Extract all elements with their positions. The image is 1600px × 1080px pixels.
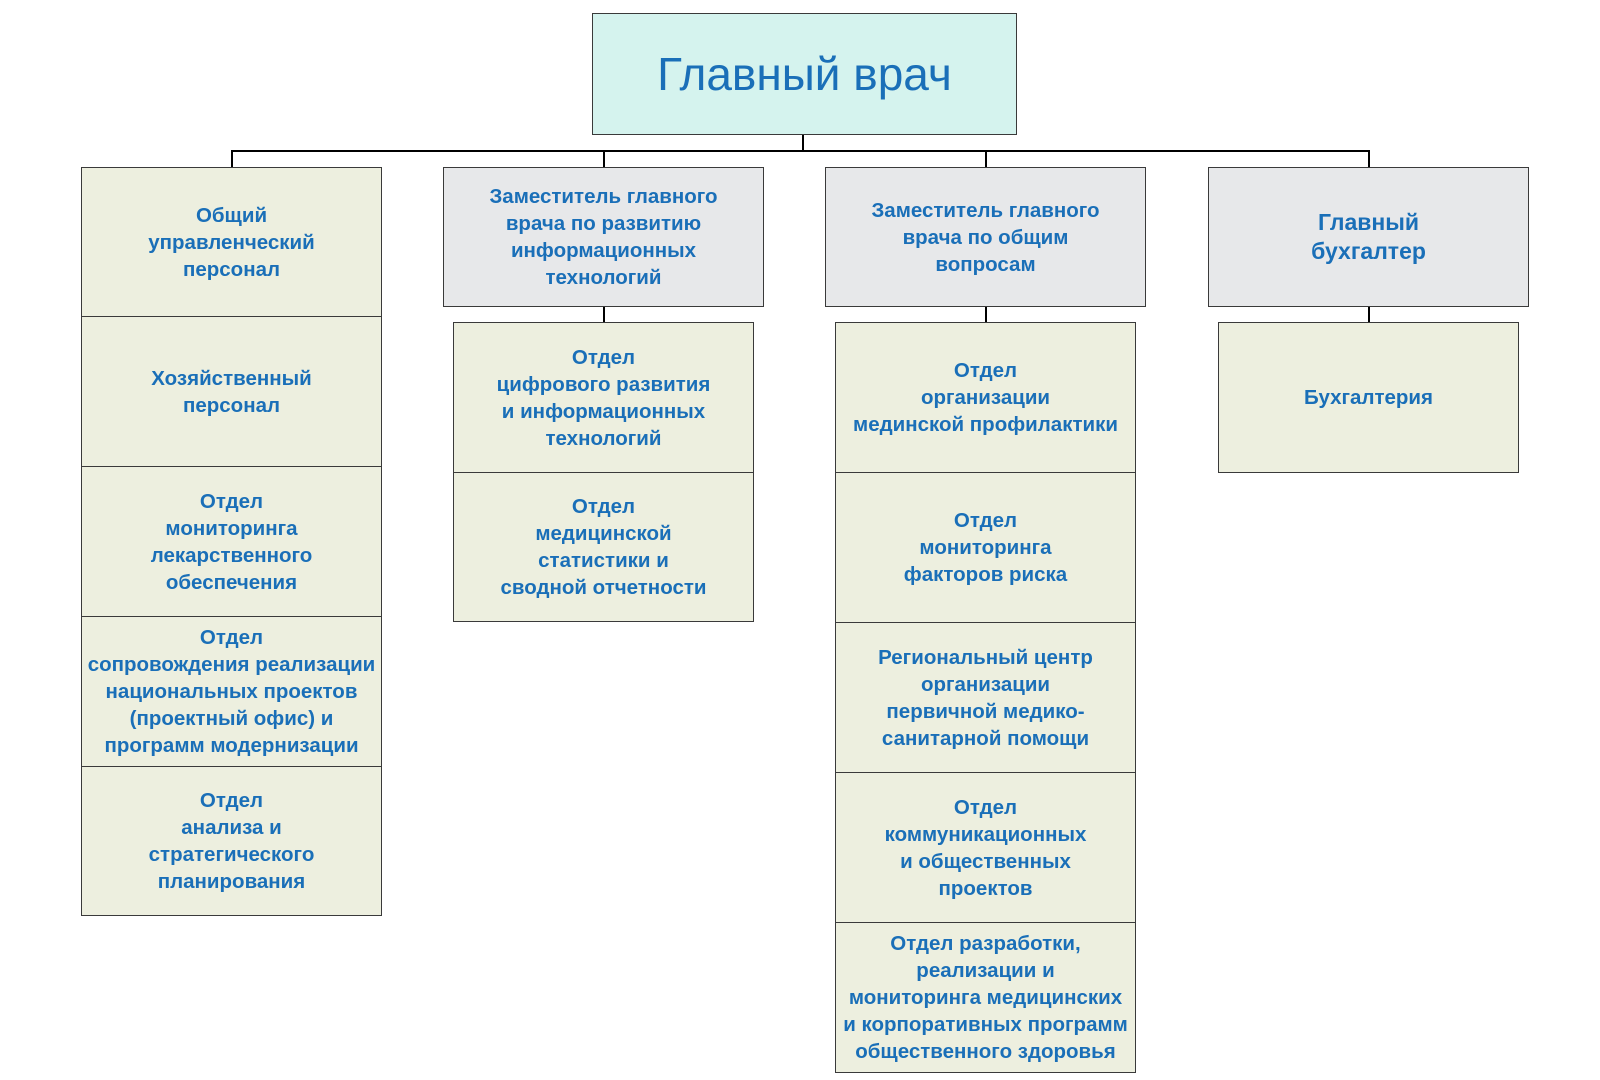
head-box-deputy-it: Заместитель главного врача по развитию и…: [443, 167, 764, 307]
horizontal-bus-connector: [231, 150, 1370, 152]
column-2-connector: [603, 150, 605, 168]
column-1-connector: [231, 150, 233, 168]
root-connector-down: [802, 134, 804, 151]
unit-box-accounting: Бухгалтерия: [1218, 322, 1519, 473]
root-box-chief-physician: Главный врач: [592, 13, 1017, 135]
column-4-connector: [1368, 150, 1370, 168]
unit-box-public-health-programs: Отдел разработки, реализации и мониторин…: [835, 922, 1136, 1073]
column-4-head-to-units-connector: [1368, 306, 1370, 323]
unit-box-prevention: Отдел организации мединской профилактики: [835, 322, 1136, 473]
head-box-deputy-general: Заместитель главного врача по общим вопр…: [825, 167, 1146, 307]
unit-box-primary-care-center: Региональный центр организации первичной…: [835, 622, 1136, 773]
column-3-head-to-units-connector: [985, 306, 987, 323]
unit-box-communication-projects: Отдел коммуникационных и общественных пр…: [835, 772, 1136, 923]
unit-box-household-staff: Хозяйственный персонал: [81, 316, 382, 467]
column-2-head-to-units-connector: [603, 306, 605, 323]
unit-box-project-office: Отдел сопровождения реализации националь…: [81, 616, 382, 767]
unit-box-general-management: Общий управленческий персонал: [81, 167, 382, 317]
unit-box-risk-factors: Отдел мониторинга факторов риска: [835, 472, 1136, 623]
head-box-chief-accountant: Главный бухгалтер: [1208, 167, 1529, 307]
unit-box-drug-supply-monitoring: Отдел мониторинга лекарственного обеспеч…: [81, 466, 382, 617]
unit-box-digital-development: Отдел цифрового развития и информационны…: [453, 322, 754, 473]
column-3-connector: [985, 150, 987, 168]
unit-box-medical-statistics: Отдел медицинской статистики и сводной о…: [453, 472, 754, 622]
unit-box-strategic-planning: Отдел анализа и стратегического планиров…: [81, 766, 382, 916]
